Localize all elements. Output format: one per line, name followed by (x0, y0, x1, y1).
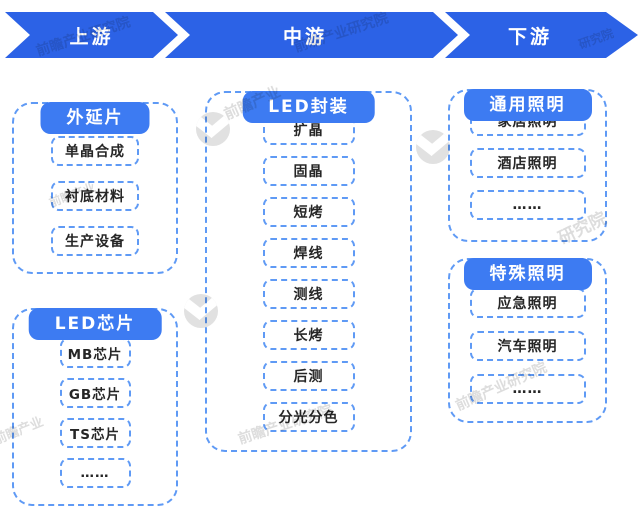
item-box: 汽车照明 (469, 331, 586, 361)
item-box: 单晶合成 (51, 136, 139, 166)
group-title: LED芯片 (28, 308, 162, 340)
item-label: …… (512, 197, 543, 213)
item-label: GB芯片 (68, 387, 122, 403)
item-label: MB芯片 (67, 347, 123, 363)
item-label: 扩晶 (293, 123, 324, 139)
item-box: 长烤 (262, 320, 355, 350)
item-box: 分光分色 (262, 402, 355, 432)
chain-group: 特殊照明应急照明汽车照明 …… (448, 258, 607, 423)
item-label: 长烤 (293, 328, 324, 344)
item-label: …… (512, 381, 543, 397)
item-box: 生产设备 (51, 226, 139, 256)
downstream-column: 通用照明家居照明酒店照明……特殊照明应急照明汽车照明…… (448, 73, 607, 423)
item-label: …… (80, 465, 110, 481)
item-box: 测线 (262, 279, 355, 309)
item-label: 短烤 (293, 205, 324, 221)
group-title: 特殊照明 (463, 258, 592, 290)
item-label: 焊线 (293, 246, 324, 262)
chain-group: LED封装扩晶固晶短烤焊线测线长烤后测分光分色 (205, 91, 412, 452)
item-label: TS芯片 (70, 427, 120, 443)
stage-label-midstream: 中游 (282, 25, 327, 48)
group-box: 应急照明汽车照明 …… (448, 258, 607, 423)
chain-arrow-ribbon (5, 12, 638, 58)
watermark-disc-icon (416, 130, 450, 164)
item-box: …… (469, 374, 586, 404)
item-box: MB芯片 (59, 338, 131, 368)
item-box: …… (59, 458, 131, 488)
stage-label-upstream: 上游 (69, 25, 114, 48)
item-label: 分光分色 (278, 410, 339, 426)
item-box: 焊线 (262, 238, 355, 268)
item-box: 应急照明 (469, 288, 586, 318)
item-label: 衬底材料 (65, 189, 125, 205)
item-box: 衬底材料 (51, 181, 139, 211)
chain-group: 外延片单晶合成衬底材料生产设备 (12, 102, 178, 274)
item-box: 酒店照明 (469, 148, 586, 178)
item-label: 单晶合成 (65, 144, 125, 160)
item-box: …… (469, 190, 586, 220)
chain-stage-banner: 上游 中游 下游 (0, 12, 640, 58)
midstream-column: LED封装扩晶固晶短烤焊线测线长烤后测分光分色 (205, 75, 412, 452)
item-box: TS芯片 (59, 418, 131, 448)
upstream-column: 外延片单晶合成衬底材料生产设备 LED芯片 MB芯片 GB芯片 TS芯片 …… (12, 86, 178, 506)
item-label: 酒店照明 (497, 156, 558, 172)
led-industry-chain-diagram: 上游 中游 下游 外延片单晶合成衬底材料生产设备 LED芯片 MB芯片 GB芯片 TS芯… (0, 0, 640, 452)
item-box: GB芯片 (59, 378, 131, 408)
item-label: 固晶 (293, 164, 324, 180)
item-box: 短烤 (262, 197, 355, 227)
stage-label-downstream: 下游 (507, 25, 552, 48)
chain-group: 通用照明家居照明酒店照明…… (448, 89, 607, 242)
group-title: 通用照明 (463, 89, 592, 121)
item-label: 汽车照明 (497, 339, 558, 355)
item-label: 后测 (293, 369, 324, 385)
qianzhan-logo-watermark-icon (416, 130, 450, 164)
group-box: 扩晶固晶短烤焊线测线长烤后测分光分色 (205, 91, 412, 452)
item-box: 后测 (262, 361, 355, 391)
chain-group: LED芯片 MB芯片 GB芯片 TS芯片 …… (12, 308, 178, 506)
item-label: 生产设备 (65, 234, 125, 250)
group-title: LED封装 (242, 91, 375, 123)
item-label: 应急照明 (497, 296, 558, 312)
group-title: 外延片 (40, 102, 150, 134)
item-box: 固晶 (262, 156, 355, 186)
item-label: 测线 (293, 287, 324, 303)
